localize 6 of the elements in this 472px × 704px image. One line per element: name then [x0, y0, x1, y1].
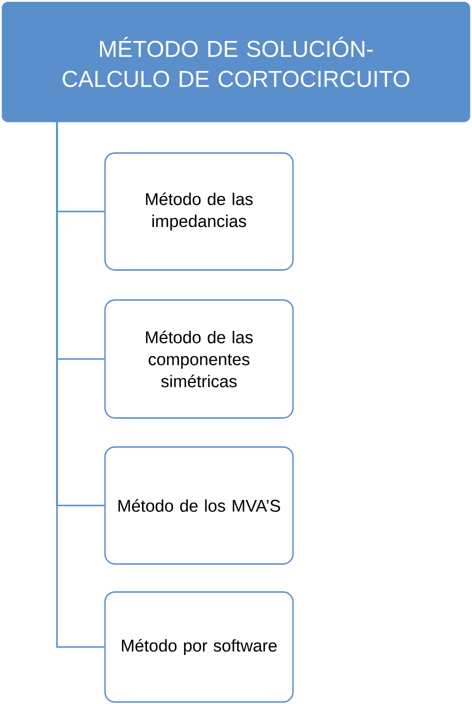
method-box: Método de las impedancias	[104, 152, 294, 271]
method-box: Método de los MVA’S	[104, 446, 294, 565]
title-box: MÉTODO DE SOLUCIÓN- CALCULO DE CORTOCIRCUITO	[2, 2, 470, 122]
method-box: Método por software	[104, 591, 294, 703]
method-box: Método de las componentes simétricas	[104, 299, 294, 419]
connector	[56, 122, 104, 648]
